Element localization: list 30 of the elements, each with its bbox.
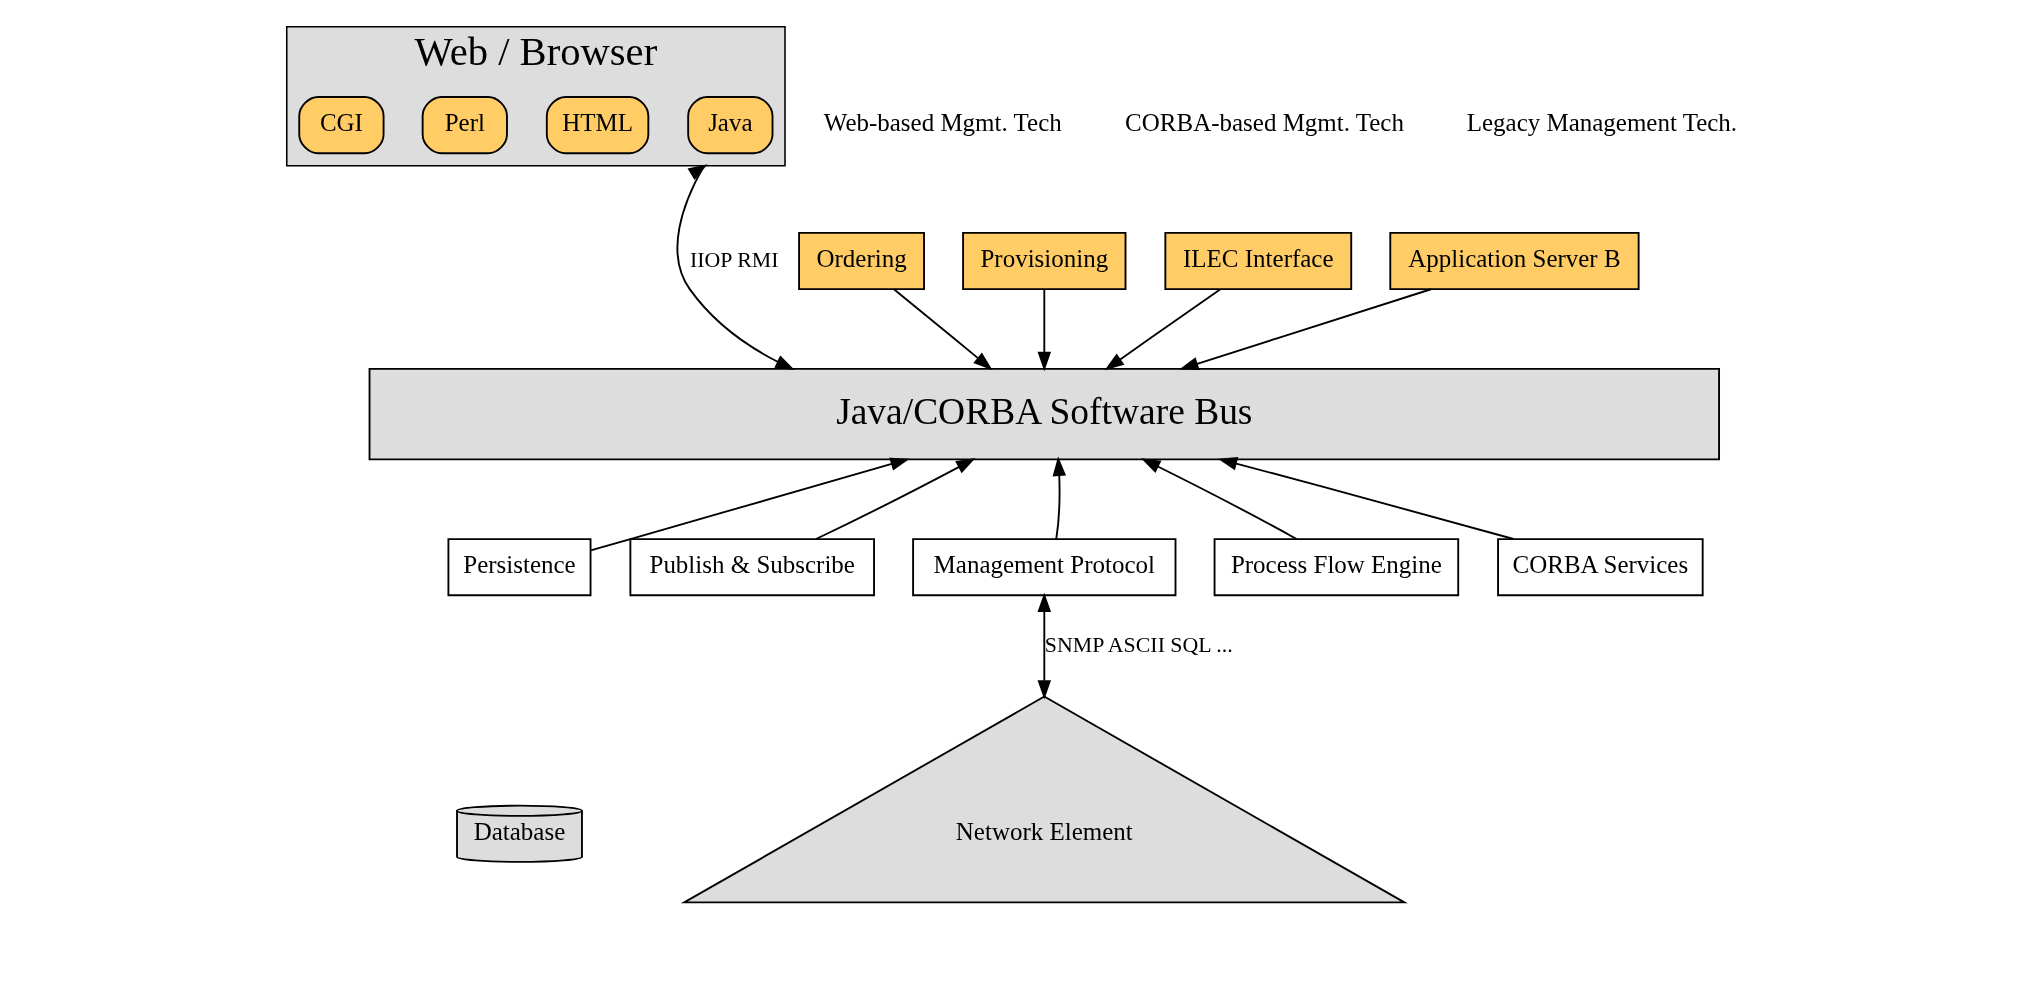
node-box: Provisioning [961,232,1126,291]
arrow [1052,456,1066,540]
arrow [1037,288,1051,372]
node-box: ILEC Interface [1163,232,1352,291]
node-box: Persistence [446,538,591,597]
node-box: Perl [421,96,508,155]
arrow [892,288,993,371]
arrow [1140,458,1297,540]
label: Legacy Management Tech. [1466,109,1737,137]
node-box: Ordering [797,232,925,291]
node-box: Application Server B [1388,232,1640,291]
node-box: HTML [545,96,649,155]
arrow [1178,288,1432,371]
edge-label: SNMP ASCII SQL ... [1044,632,1233,657]
node-box: CGI [297,96,385,155]
node-box: Java [686,96,773,155]
node-box: Publish & Subscribe [628,538,875,597]
edge-label: IIOP RMI [689,247,778,272]
label: CORBA-based Mgmt. Tech [1124,109,1404,137]
node-box: Management Protocol [911,538,1176,597]
node-box: CORBA Services [1496,538,1704,597]
arrow [1037,592,1051,700]
arrow [1104,288,1221,371]
arrow [675,164,795,370]
label: Web-based Mgmt. Tech [823,109,1062,137]
arrow [1217,457,1514,540]
arrow [814,458,976,540]
node-box: Process Flow Engine [1213,538,1459,597]
node-box: Java/CORBA Software Bus [368,367,1720,461]
arrow [589,457,910,552]
